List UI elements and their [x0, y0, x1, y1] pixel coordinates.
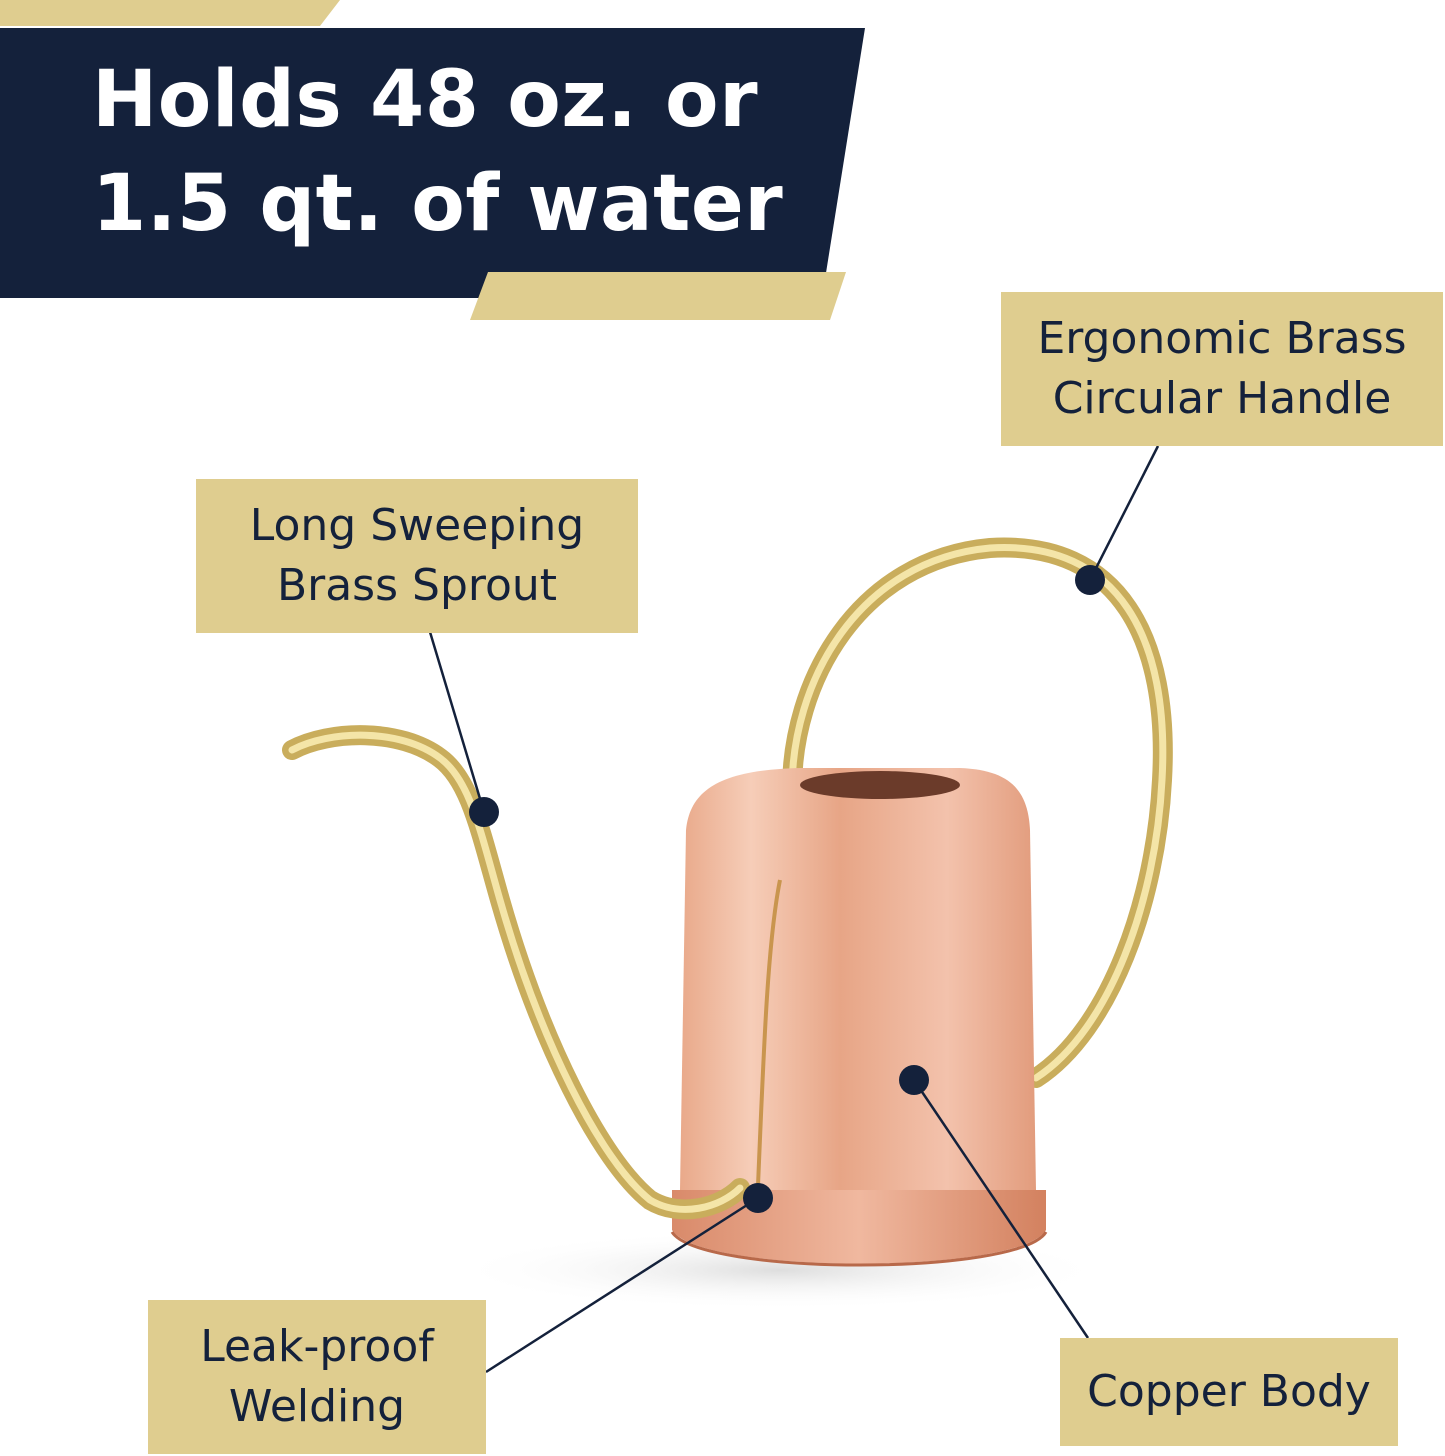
callout-spout-line-2: Brass Sprout — [276, 560, 558, 611]
callout-handle-line-1: Ergonomic Brass — [1037, 313, 1407, 364]
callout-welding: Leak-proof Welding — [148, 1300, 486, 1454]
headline-line-1: Holds 48 oz. or — [92, 55, 759, 145]
marker-spout — [469, 797, 499, 827]
headline: Holds 48 oz. or 1.5 qt. of water — [92, 48, 783, 256]
callout-spout: Long Sweeping Brass Sprout — [196, 479, 638, 633]
callout-body: Copper Body — [1060, 1338, 1398, 1446]
leader-body — [912, 1079, 1090, 1339]
callout-spout-line-1: Long Sweeping — [249, 500, 585, 551]
leader-welding — [485, 1196, 759, 1374]
headline-banner — [0, 28, 865, 298]
callout-body-line-1: Copper Body — [1087, 1366, 1371, 1417]
callout-handle-line-2: Circular Handle — [1052, 373, 1392, 424]
spout-shape — [282, 725, 750, 1220]
callout-welding-line-1: Leak-proof — [200, 1321, 434, 1372]
spout-seam — [756, 879, 782, 1187]
callout-welding-line-2: Welding — [228, 1381, 406, 1432]
marker-handle — [1075, 565, 1105, 595]
banner-accent-top — [0, 0, 340, 26]
leader-spout — [428, 631, 486, 813]
body-opening — [800, 771, 960, 799]
marker-welding — [743, 1183, 773, 1213]
marker-body — [899, 1065, 929, 1095]
body-shape — [680, 768, 1036, 1190]
callout-handle: Ergonomic Brass Circular Handle — [1001, 292, 1443, 446]
banner-accent-bottom — [470, 272, 846, 320]
leader-handle — [1088, 445, 1160, 581]
headline-line-2: 1.5 qt. of water — [92, 159, 784, 249]
